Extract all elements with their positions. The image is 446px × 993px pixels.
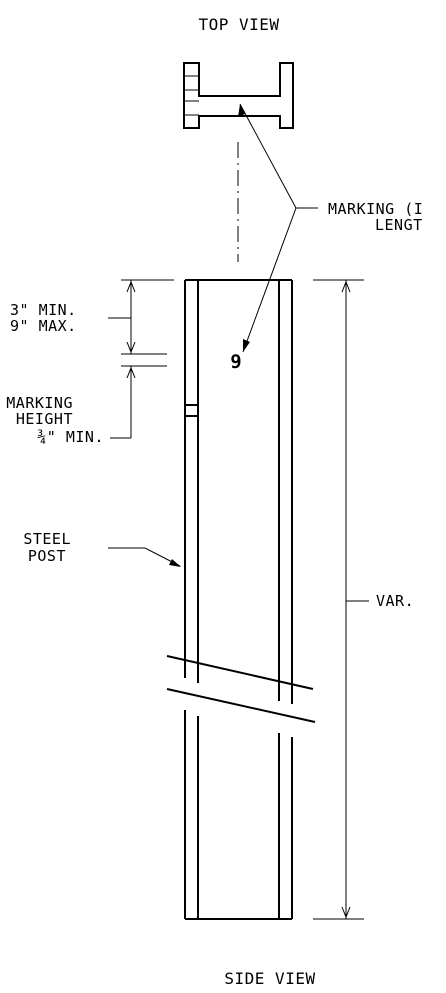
side-view-title: SIDE VIEW	[224, 969, 315, 988]
marking-height-label-1: MARKING	[6, 394, 73, 412]
steel-post-label-1: STEEL	[23, 530, 71, 548]
steel-post-label-2: POST	[28, 547, 66, 565]
top-view-title: TOP VIEW	[198, 15, 279, 34]
spacing-dimension	[108, 279, 174, 439]
marking-callout-line2: LENGT	[375, 216, 423, 234]
spacing-max-label: 9" MAX.	[10, 317, 77, 335]
length-var-label: VAR.	[376, 592, 414, 610]
marking-leader	[238, 103, 318, 353]
post-cross-section	[183, 62, 294, 129]
marking-digit: 9	[230, 351, 241, 373]
steel-post-side	[184, 279, 293, 920]
length-dimension	[313, 279, 369, 920]
steel-post-leader	[108, 547, 181, 567]
break-lines	[166, 655, 316, 723]
marking-height-label-3: ¾" MIN.	[37, 428, 104, 446]
spacing-min-label: 3" MIN.	[10, 301, 77, 319]
marking-height-label-2: HEIGHT	[16, 410, 73, 428]
marking-callout-line1: MARKING (I	[328, 200, 423, 218]
